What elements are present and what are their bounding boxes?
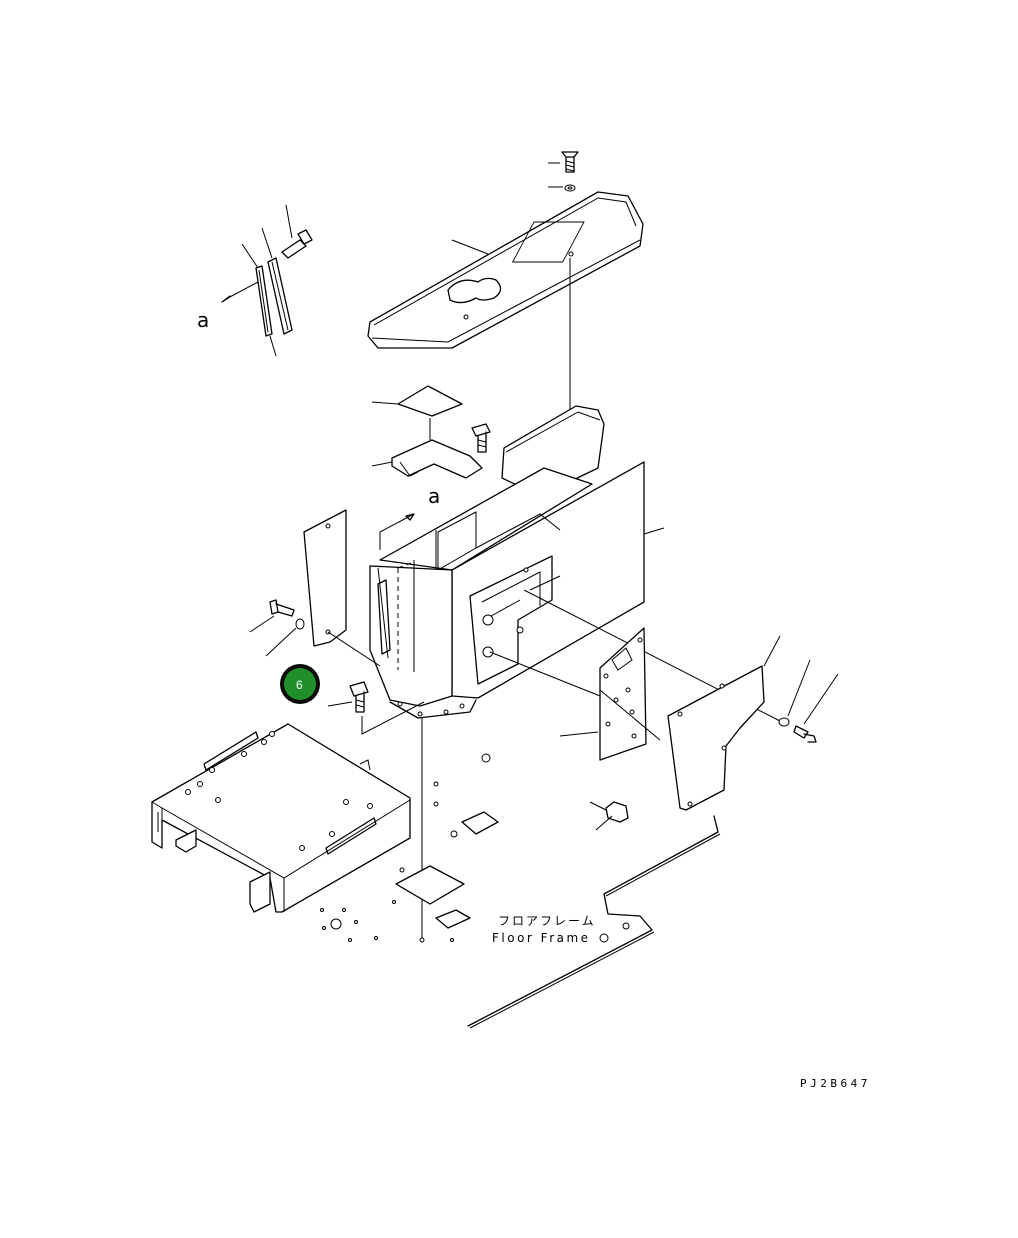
view-a-arrow-mid bbox=[379, 513, 415, 550]
left-panel-screw-part bbox=[249, 599, 305, 657]
top-cover-part bbox=[367, 191, 644, 349]
mount-bracket-part bbox=[371, 418, 483, 479]
right-outer-panel-part bbox=[667, 635, 781, 811]
view-a-label-top: a bbox=[197, 308, 209, 332]
drawing-code: PJ2B647 bbox=[800, 1077, 871, 1090]
right-inner-panel-part bbox=[559, 627, 661, 761]
right-panel-screw-part bbox=[778, 659, 839, 743]
lower-bolt-part bbox=[327, 681, 425, 735]
electrical-box-part bbox=[151, 723, 411, 913]
callout-6-marker[interactable]: 6 bbox=[280, 664, 320, 704]
left-side-panel-part bbox=[303, 509, 381, 667]
floor-frame-label-en: Floor Frame bbox=[492, 931, 591, 945]
callout-6-number: 6 bbox=[296, 678, 303, 692]
bracket-bolt-part bbox=[471, 423, 491, 453]
console-box-part bbox=[369, 405, 783, 940]
floor-frame-part bbox=[320, 753, 721, 1029]
rail-bolt-part bbox=[281, 229, 313, 259]
view-a-rail-parts bbox=[221, 204, 313, 357]
floor-frame-label-jp: フロアフレーム bbox=[498, 914, 596, 928]
view-a-label-mid: a bbox=[428, 484, 440, 508]
floor-bolt-part bbox=[589, 801, 629, 831]
small-plate-part bbox=[371, 385, 463, 417]
